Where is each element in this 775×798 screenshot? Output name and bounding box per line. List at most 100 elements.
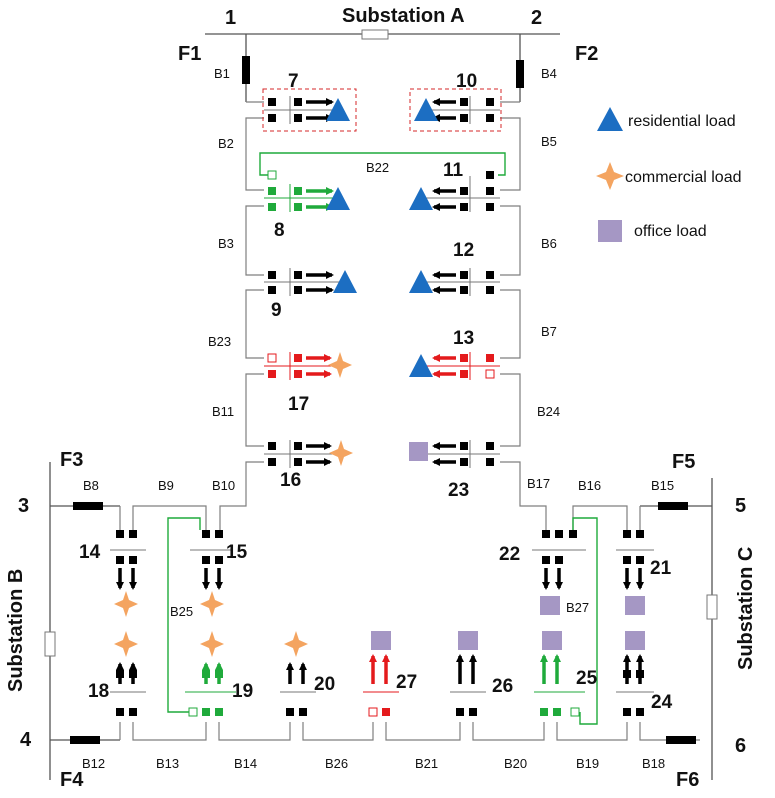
legend-residential-icon bbox=[597, 107, 623, 131]
terminal-label-3: 3 bbox=[18, 495, 29, 517]
node-label-21: 21 bbox=[650, 558, 672, 579]
branch-label-b12: B12 bbox=[82, 756, 105, 771]
node-label-26: 26 bbox=[492, 676, 513, 697]
node-label-7: 7 bbox=[288, 71, 299, 92]
bus-tie-switch-a bbox=[361, 29, 389, 40]
legend: residential load commercial load office … bbox=[596, 107, 741, 242]
substation-b-label: Substation B bbox=[5, 569, 27, 692]
node-13-bay bbox=[409, 352, 500, 380]
node-7-bay bbox=[264, 96, 350, 124]
node-15-bay bbox=[190, 530, 232, 617]
dashed-box-node-10 bbox=[409, 88, 502, 132]
node-label-14: 14 bbox=[79, 542, 101, 563]
feeder-label-f1: F1 bbox=[178, 43, 201, 65]
node-19-bay bbox=[185, 631, 236, 717]
node-label-12: 12 bbox=[453, 240, 474, 261]
branch-label-b8: B8 bbox=[83, 478, 99, 493]
node-label-23: 23 bbox=[448, 480, 469, 501]
node-11-bay bbox=[409, 171, 500, 212]
node-18-bay bbox=[110, 631, 146, 716]
substation-c-label: Substation C bbox=[735, 547, 757, 670]
branch-label-b13: B13 bbox=[156, 756, 179, 771]
branch-label-b7: B7 bbox=[541, 324, 557, 339]
branch-label-b3: B3 bbox=[218, 236, 234, 251]
feeder-f3-f4-lines bbox=[119, 505, 700, 741]
branch-label-b21: B21 bbox=[415, 756, 438, 771]
branch-label-b4: B4 bbox=[541, 66, 557, 81]
node-24-bay bbox=[616, 631, 654, 716]
node-17-bay bbox=[264, 352, 352, 380]
dashed-box-node-7 bbox=[262, 88, 357, 132]
node-label-13: 13 bbox=[453, 328, 474, 349]
breaker-b12 bbox=[70, 736, 100, 744]
breaker-b4 bbox=[516, 60, 524, 88]
branch-label-b6: B6 bbox=[541, 236, 557, 251]
legend-commercial-icon bbox=[596, 162, 624, 190]
feeder-label-f2: F2 bbox=[575, 43, 598, 65]
terminal-label-5: 5 bbox=[735, 495, 746, 517]
branch-label-b14: B14 bbox=[234, 756, 257, 771]
substation-a-bus bbox=[205, 33, 560, 102]
node-label-25: 25 bbox=[576, 668, 598, 689]
node-9-bay bbox=[264, 268, 357, 296]
branch-label-b17: B17 bbox=[527, 476, 550, 491]
branch-label-b26: B26 bbox=[325, 756, 348, 771]
feeder-label-f5: F5 bbox=[672, 451, 695, 473]
feeder-label-f6: F6 bbox=[676, 769, 699, 791]
node-25-bay bbox=[534, 631, 585, 717]
node-label-18: 18 bbox=[88, 681, 109, 702]
branch-label-b23: B23 bbox=[208, 334, 231, 349]
breaker-b18 bbox=[666, 736, 696, 744]
node-label-10: 10 bbox=[456, 71, 477, 92]
feeder-f2-trunk bbox=[500, 101, 547, 530]
substation-a-label: Substation A bbox=[342, 5, 465, 27]
bus-tie-switch-b bbox=[44, 631, 56, 657]
terminal-label-2: 2 bbox=[531, 7, 542, 29]
branch-label-b2: B2 bbox=[218, 136, 234, 151]
node-20-bay bbox=[280, 631, 316, 716]
branch-label-b9: B9 bbox=[158, 478, 174, 493]
feeder-f1-trunk bbox=[219, 101, 264, 530]
node-label-19: 19 bbox=[232, 681, 253, 702]
node-14-bay bbox=[110, 530, 146, 617]
substation-c-bus bbox=[640, 478, 713, 780]
terminal-label-4: 4 bbox=[20, 729, 32, 751]
node-label-15: 15 bbox=[226, 542, 248, 563]
tie-line-b25 bbox=[167, 517, 201, 713]
node-27-bay bbox=[363, 631, 399, 717]
branch-label-b20: B20 bbox=[504, 756, 527, 771]
feeder-label-f3: F3 bbox=[60, 449, 83, 471]
branch-label-b25: B25 bbox=[170, 604, 193, 619]
tie-line-b22 bbox=[259, 152, 506, 176]
terminal-label-1: 1 bbox=[225, 7, 236, 29]
breaker-b15 bbox=[658, 502, 688, 510]
branch-label-b1: B1 bbox=[214, 66, 230, 81]
node-label-8: 8 bbox=[274, 220, 285, 241]
legend-office-label: office load bbox=[634, 223, 707, 240]
branch-label-b22: B22 bbox=[366, 160, 389, 175]
node-label-17: 17 bbox=[288, 394, 309, 415]
node-label-9: 9 bbox=[271, 300, 282, 321]
bus-tie-switch-c bbox=[706, 594, 718, 620]
node-12-bay bbox=[409, 268, 500, 296]
legend-residential-label: residential load bbox=[628, 113, 736, 130]
branch-label-b10: B10 bbox=[212, 478, 235, 493]
breaker-b8 bbox=[73, 502, 103, 510]
breaker-b1 bbox=[242, 56, 250, 84]
node-label-20: 20 bbox=[314, 674, 335, 695]
node-26-bay bbox=[450, 631, 486, 716]
branch-label-b16: B16 bbox=[578, 478, 601, 493]
branch-label-b27: B27 bbox=[566, 600, 589, 615]
node-label-22: 22 bbox=[499, 544, 520, 565]
branch-label-b11: B11 bbox=[212, 404, 234, 419]
node-23-bay bbox=[409, 440, 500, 468]
branch-label-b18: B18 bbox=[642, 756, 665, 771]
node-label-24: 24 bbox=[651, 692, 673, 713]
node-21-bay bbox=[616, 530, 654, 615]
feeder-label-f4: F4 bbox=[60, 769, 84, 791]
node-16-bay bbox=[264, 440, 353, 468]
branch-label-b5: B5 bbox=[541, 134, 557, 149]
node-22-bay bbox=[532, 530, 586, 615]
branch-label-b19: B19 bbox=[576, 756, 599, 771]
